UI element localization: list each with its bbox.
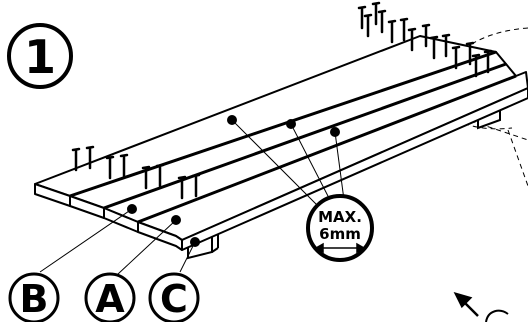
part-leaders [39, 208, 196, 275]
screw-head [377, 9, 387, 14]
screw-head [363, 13, 373, 18]
screw-head [71, 147, 81, 152]
svg-text:C: C [160, 277, 188, 321]
part-label-a: A [84, 272, 136, 322]
screw-head [105, 155, 115, 160]
board-edges [34, 87, 528, 251]
screw-head [191, 173, 201, 178]
screw-head [85, 145, 95, 150]
screw-head [429, 35, 439, 40]
part-label-c: C [148, 272, 200, 322]
step-badge: 1 [7, 23, 73, 89]
screw-head [451, 45, 461, 50]
board-gaps [69, 50, 517, 224]
screw-head [441, 33, 451, 38]
gap-callout-line1: MAX. [318, 208, 362, 226]
screw-head [177, 175, 187, 180]
screw-head [119, 153, 129, 158]
screw-head [141, 165, 151, 170]
screw-head [357, 5, 367, 10]
part-label-b: B [8, 272, 60, 322]
gap-leaders [231, 119, 345, 207]
screw-head [421, 23, 431, 28]
svg-text:B: B [20, 277, 49, 321]
step-number: 1 [24, 30, 56, 84]
screw-head [465, 41, 475, 46]
gap-callout-line2: 6mm [319, 225, 361, 243]
screw-head [387, 19, 397, 24]
screw-head [407, 27, 417, 32]
screws [71, 1, 493, 200]
direction-arrow-icon [453, 292, 509, 322]
screw-head [371, 1, 381, 6]
gap-callout: MAX. 6mm [306, 194, 374, 262]
svg-text:A: A [95, 277, 125, 321]
screw-head [155, 163, 165, 168]
screw-head [471, 53, 481, 58]
screw-head [399, 17, 409, 22]
double-arrow-icon [314, 242, 366, 254]
screw-head [483, 49, 493, 54]
